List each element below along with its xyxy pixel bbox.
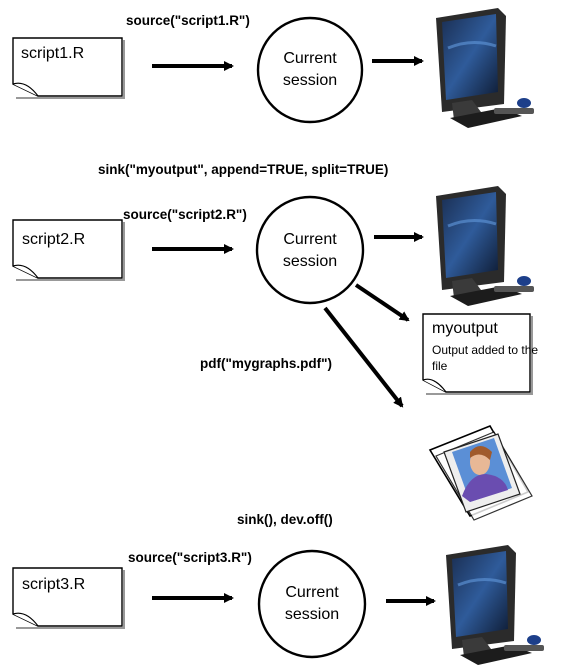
session-label-1: Current session xyxy=(255,48,365,92)
document-icon xyxy=(12,567,125,629)
session-label-2: Current session xyxy=(255,229,365,273)
session-line1: Current xyxy=(283,50,337,67)
document-icon xyxy=(12,37,125,99)
source-command-1: source("script1.R") xyxy=(126,13,250,28)
session-line2: session xyxy=(282,72,338,89)
photo-stack-icon xyxy=(428,424,533,521)
close-command: sink(), dev.off() xyxy=(237,512,333,527)
session-line1: Current xyxy=(283,231,337,248)
computer-monitor-icon xyxy=(434,6,536,130)
computer-monitor-icon xyxy=(434,184,536,308)
session-circle-2 xyxy=(255,195,365,305)
document-icon xyxy=(12,219,125,281)
row-1 xyxy=(12,6,536,130)
session-line2: session xyxy=(282,253,338,270)
output-file-body: Output added to the file xyxy=(432,343,539,373)
script-name-1: script1.R xyxy=(21,45,85,62)
source-command-2: source("script2.R") xyxy=(123,207,247,222)
session-circle-3 xyxy=(257,549,367,659)
computer-monitor-icon xyxy=(444,543,546,667)
session-circle-1 xyxy=(256,16,364,124)
sink-command: sink("myoutput", append=TRUE, split=TRUE… xyxy=(98,162,389,177)
output-file-note xyxy=(422,313,533,395)
row-3 xyxy=(12,543,546,667)
session-line1: Current xyxy=(285,584,339,601)
script-name-3: script3.R xyxy=(22,576,86,593)
script-name-2: script2.R xyxy=(22,231,86,248)
source-command-3: source("script3.R") xyxy=(128,550,252,565)
output-file-title: myoutput xyxy=(432,320,498,337)
session-line2: session xyxy=(284,606,340,623)
pdf-command: pdf("mygraphs.pdf") xyxy=(200,356,333,371)
row-2 xyxy=(12,184,536,521)
session-label-3: Current session xyxy=(257,582,367,626)
arrow-session-to-file xyxy=(354,283,410,322)
arrow-session-to-pdf xyxy=(323,306,404,408)
